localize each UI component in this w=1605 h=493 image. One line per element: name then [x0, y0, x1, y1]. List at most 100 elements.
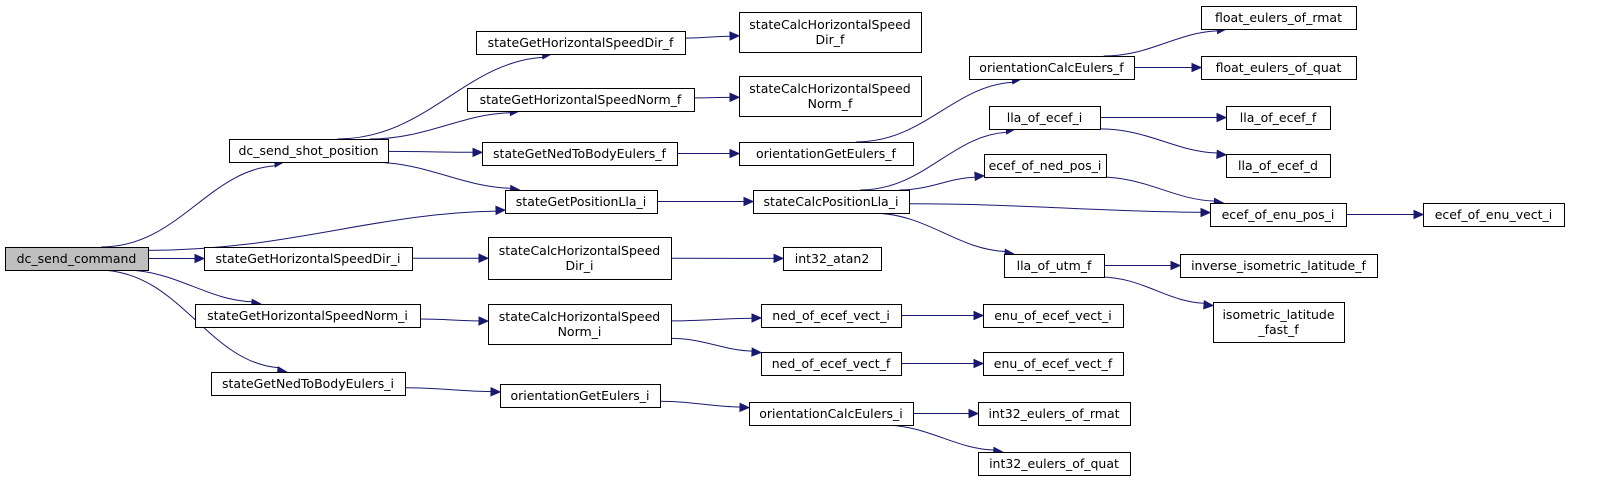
node-label: stateCalcHorizontalSpeed [499, 309, 660, 324]
node-box [195, 304, 421, 328]
node-enu-of-ecef-vect-i[interactable]: enu_of_ecef_vect_i [983, 304, 1124, 328]
node-label: dc_send_command [17, 251, 137, 266]
node-lla-of-ecef-i[interactable]: lla_of_ecef_i [989, 106, 1101, 130]
node-box [476, 31, 686, 55]
edge-ecef-of-enu-pos-i-to-ecef-of-enu-vect-i [1345, 209, 1425, 220]
edge-line [97, 269, 279, 369]
arrowhead-icon [729, 92, 741, 103]
arrowhead-icon [490, 387, 502, 397]
node-label: orientationGetEulers_i [510, 388, 649, 403]
node-label: orientationCalcEulers_i [759, 406, 902, 421]
node-orientationcalceulers-i[interactable]: orientationCalcEulers_i [749, 402, 914, 426]
edge-dc-send-command-to-stategetpositionlla-i [147, 205, 507, 251]
arrowhead-icon [1216, 112, 1228, 123]
edge-line [899, 176, 976, 191]
node-box [1226, 106, 1331, 130]
node-label: orientationGetEulers_f [756, 146, 897, 161]
arrowhead-icon [973, 310, 985, 321]
node-label: stateGetHorizontalSpeedDir_i [216, 251, 401, 266]
edge-stategethorizontalspeeddir-f-to-statecalchorizontalspeeddir-f [684, 31, 741, 41]
node-dc-send-command[interactable]: dc_send_command [5, 247, 149, 271]
node-ned-of-ecef-vect-i[interactable]: ned_of_ecef_vect_i [761, 304, 902, 328]
edge-dc-send-command-to-stategethorizontalspeednorm-i [123, 269, 263, 309]
node-label: Dir_f [816, 32, 845, 47]
node-box [1226, 154, 1331, 178]
node-label: lla_of_utm_f [1017, 258, 1092, 273]
node-label: lla_of_ecef_f [1240, 110, 1317, 125]
edge-line [337, 56, 544, 140]
node-ecef-of-ned-pos-i[interactable]: ecef_of_ned_pos_i [984, 154, 1107, 178]
edge-line [404, 387, 492, 393]
node-label: ecef_of_enu_vect_i [1435, 207, 1553, 222]
node-int32-eulers-of-rmat[interactable]: int32_eulers_of_rmat [978, 402, 1131, 426]
node-int32-eulers-of-quat[interactable]: int32_eulers_of_quat [978, 452, 1131, 476]
edge-line [684, 35, 731, 39]
node-statecalcpositionlla-i[interactable]: stateCalcPositionLla_i [753, 190, 910, 214]
edge-statecalcpositionlla-i-to-ecef-of-enu-pos-i [908, 203, 1212, 218]
arrowhead-icon [743, 196, 755, 207]
node-ned-of-ecef-vect-f[interactable]: ned_of_ecef_vect_f [761, 352, 902, 376]
node-label: _fast_f [1257, 322, 1299, 337]
arrowhead-icon [751, 313, 763, 323]
node-label: stateGetNedToBodyEulers_i [222, 376, 394, 391]
node-box [211, 372, 406, 396]
node-ecef-of-enu-vect-i[interactable]: ecef_of_enu_vect_i [1423, 203, 1565, 227]
arrowhead-icon [472, 147, 484, 158]
arrowhead-icon [194, 253, 206, 264]
edge-line [101, 165, 276, 248]
node-int32-atan2[interactable]: int32_atan2 [783, 247, 882, 271]
node-isometric-latitude-fast-f[interactable]: isometric_latitude_fast_f [1213, 302, 1345, 343]
node-box [739, 76, 922, 117]
node-stategetnedtobodyeulers-f[interactable]: stateGetNedToBodyEulers_f [482, 142, 678, 166]
node-label: stateCalcHorizontalSpeed [499, 243, 660, 258]
node-box [1004, 254, 1105, 278]
edge-line [860, 131, 1007, 191]
edge-orientationcalceulers-i-to-int32-eulers-of-quat [882, 424, 1004, 457]
node-lla-of-ecef-d[interactable]: lla_of_ecef_d [1226, 154, 1331, 178]
arrowhead-icon [495, 205, 507, 216]
node-orientationgeteulers-f[interactable]: orientationGetEulers_f [739, 142, 914, 166]
edge-statecalchorizontalspeednorm-i-to-ned-of-ecef-vect-f [670, 337, 763, 357]
node-stategetpositionlla-i[interactable]: stateGetPositionLla_i [505, 190, 658, 214]
node-label: Norm_i [558, 324, 602, 339]
node-label: stateGetHorizontalSpeedNorm_i [207, 308, 408, 323]
arrowhead-icon [478, 316, 490, 326]
node-box [5, 247, 149, 271]
arrowhead-icon [1413, 209, 1425, 220]
node-float-eulers-of-rmat[interactable]: float_eulers_of_rmat [1201, 6, 1357, 30]
node-lla-of-utm-f[interactable]: lla_of_utm_f [1004, 254, 1105, 278]
edge-lla-of-utm-f-to-isometric-latitude-fast-f [1099, 276, 1215, 310]
edge-line [856, 81, 1013, 143]
node-box [488, 304, 672, 345]
node-box [978, 402, 1131, 426]
edge-line [908, 203, 1202, 213]
node-enu-of-ecef-vect-f[interactable]: enu_of_ecef_vect_f [983, 352, 1124, 376]
edge-dc-send-command-to-dc-send-shot-position [101, 158, 286, 248]
node-stategethorizontalspeeddir-i[interactable]: stateGetHorizontalSpeedDir_i [204, 247, 413, 271]
node-box [1423, 203, 1565, 227]
node-stategethorizontalspeeddir-f[interactable]: stateGetHorizontalSpeedDir_f [476, 31, 686, 55]
node-box [989, 106, 1101, 130]
node-ecef-of-enu-pos-i[interactable]: ecef_of_enu_pos_i [1210, 203, 1347, 227]
node-label: isometric_latitude [1222, 307, 1334, 322]
node-label: stateGetHorizontalSpeedDir_f [488, 35, 674, 50]
node-dc-send-shot-position[interactable]: dc_send_shot_position [229, 139, 389, 163]
node-stategetnedtobodyeulers-i[interactable]: stateGetNedToBodyEulers_i [211, 372, 406, 396]
node-float-eulers-of-quat[interactable]: float_eulers_of_quat [1201, 56, 1357, 80]
node-label: stateCalcPositionLla_i [764, 194, 899, 209]
node-orientationgeteulers-i[interactable]: orientationGetEulers_i [500, 384, 661, 408]
node-orientationcalceulers-f[interactable]: orientationCalcEulers_f [969, 56, 1135, 80]
node-stategethorizontalspeednorm-f[interactable]: stateGetHorizontalSpeedNorm_f [467, 88, 695, 112]
node-label: inverse_isometric_latitude_f [1191, 258, 1366, 273]
edge-stategetpositionlla-i-to-statecalcpositionlla-i [657, 196, 755, 207]
node-stategethorizontalspeednorm-i[interactable]: stateGetHorizontalSpeedNorm_i [195, 304, 421, 328]
node-inverse-isometric-latitude-f[interactable]: inverse_isometric_latitude_f [1180, 254, 1378, 278]
node-box [753, 190, 910, 214]
call-edges [97, 24, 1425, 457]
node-lla-of-ecef-f[interactable]: lla_of_ecef_f [1226, 106, 1331, 130]
